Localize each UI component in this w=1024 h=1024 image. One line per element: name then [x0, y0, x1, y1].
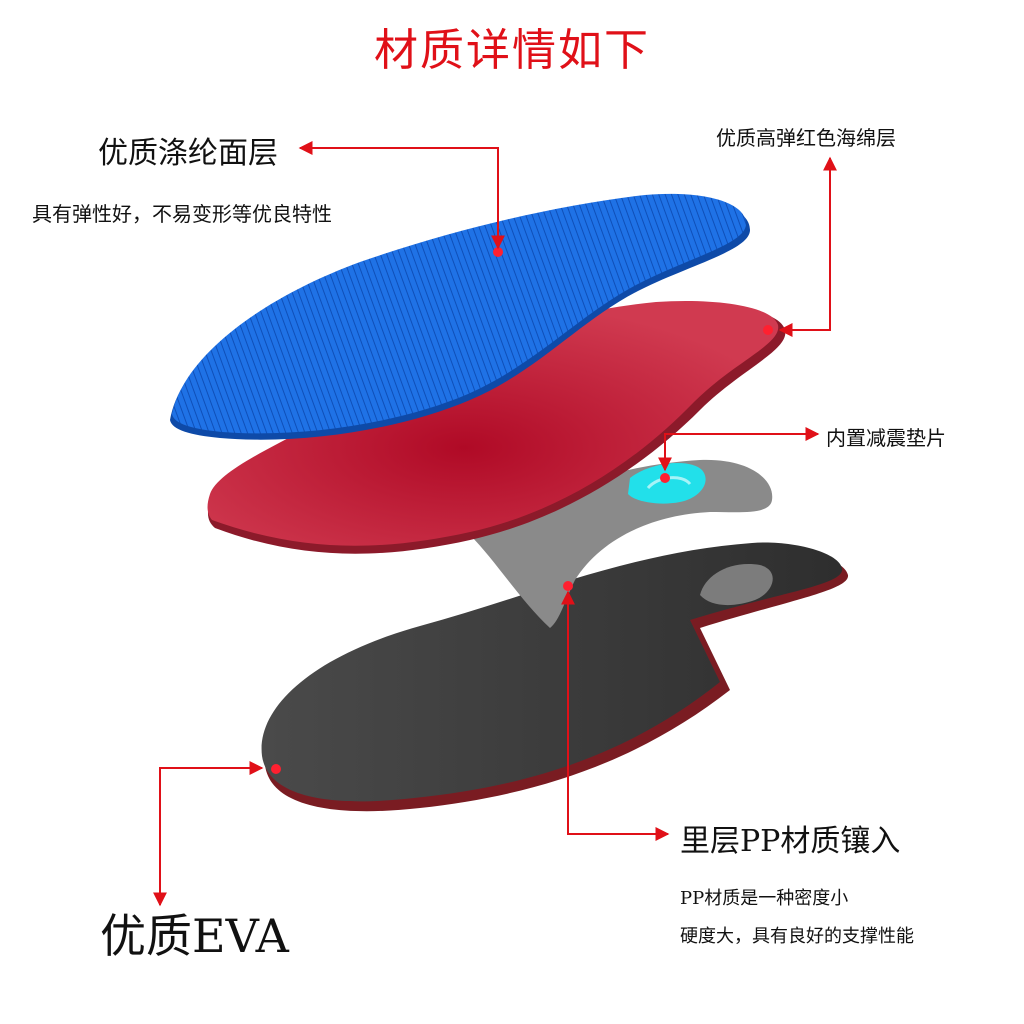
label-pp-desc-1: PP材质是一种密度小 [680, 884, 848, 910]
label-pp-desc-2: 硬度大，具有良好的支撑性能 [680, 922, 914, 948]
label-cushion: 内置减震垫片 [826, 422, 946, 451]
label-eva: 优质EVA [100, 900, 289, 966]
red-layer-arrow [780, 158, 830, 330]
top-layer-marker [493, 247, 503, 257]
label-pp-layer: 里层PP材质镶入 [680, 816, 900, 860]
label-top-layer-desc: 具有弹性好，不易变形等优良特性 [32, 198, 332, 227]
red-layer-marker [763, 325, 773, 335]
label-red-layer: 优质高弹红色海绵层 [716, 122, 896, 151]
cushion-marker [660, 473, 670, 483]
pp-marker [563, 581, 573, 591]
label-top-layer: 优质涤纶面层 [98, 128, 278, 172]
eva-marker [271, 764, 281, 774]
eva-arrow [160, 768, 262, 905]
